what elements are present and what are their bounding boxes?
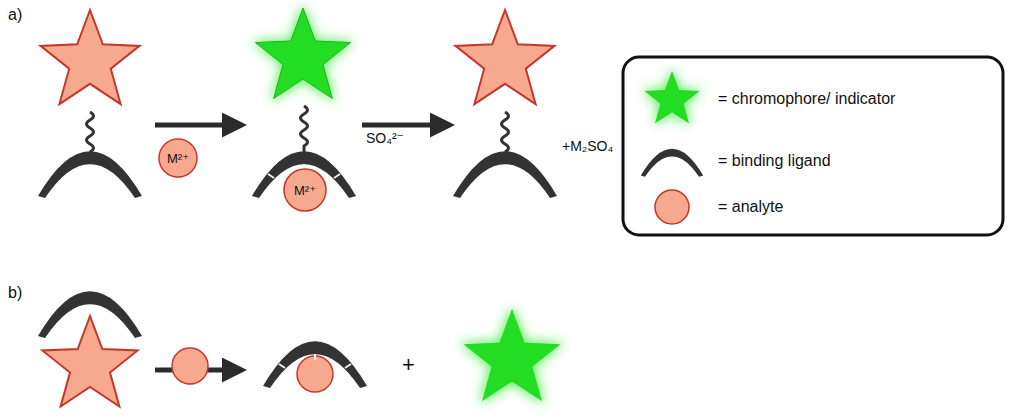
- legend-text: = chromophore/ indicator: [718, 90, 895, 108]
- glow: [642, 68, 703, 126]
- formula-label: SO₄²⁻: [366, 130, 404, 146]
- ion-label: M²⁺: [294, 183, 316, 198]
- analyte-circle: M²⁺: [283, 168, 327, 212]
- linker: [301, 106, 308, 152]
- binding-site-tick: [334, 174, 340, 178]
- legend-analyte: [655, 190, 689, 224]
- binding-ligand: [453, 151, 557, 198]
- binding-site-tick: [314, 354, 316, 360]
- panel-label: b): [8, 284, 22, 302]
- legend-text: = binding ligand: [718, 152, 831, 170]
- glow: [252, 4, 355, 102]
- legend-box: [623, 57, 1003, 235]
- legend-text: = analyte: [718, 198, 783, 216]
- formula-label: +: [402, 352, 415, 377]
- chromophore-star: [42, 316, 137, 407]
- indicator-star: [464, 309, 561, 401]
- legend-ligand: [641, 149, 703, 177]
- ion-label: M²⁺: [167, 151, 189, 166]
- linker: [87, 112, 94, 152]
- chromophore-star: [456, 10, 555, 104]
- linker: [502, 112, 509, 152]
- indicator-star: [255, 8, 350, 99]
- binding-site-tick: [268, 174, 274, 178]
- reaction-arrow: [362, 123, 450, 128]
- binding-site-tick: [279, 364, 285, 368]
- reaction-arrow: [155, 123, 242, 128]
- analyte-circle: M²⁺: [158, 138, 198, 178]
- binding-ligand: [38, 151, 142, 198]
- chromophore-star: [41, 10, 140, 104]
- legend-star: [644, 71, 699, 124]
- formula-label: +M₂SO₄: [562, 138, 613, 154]
- panel-label: a): [8, 6, 22, 24]
- binding-site-tick: [345, 364, 351, 368]
- analyte: [172, 348, 208, 384]
- analyte: [297, 356, 333, 392]
- glow: [460, 305, 565, 405]
